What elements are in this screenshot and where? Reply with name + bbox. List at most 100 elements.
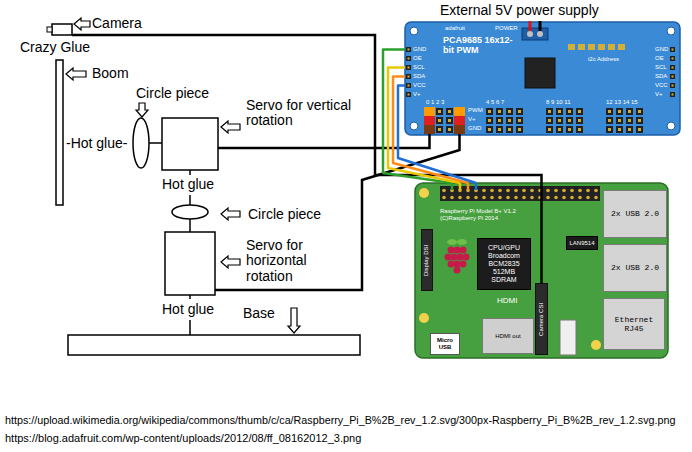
ethernet-port: Ethernet RJ45	[603, 298, 665, 350]
pwm-board-body	[670, 47, 675, 101]
pwm-board-body	[525, 58, 555, 88]
pin-label: GND	[468, 125, 481, 132]
usb-port: 2x USB 2.0	[603, 190, 667, 238]
pi-board-body	[454, 267, 461, 274]
pwm-board-body	[406, 47, 411, 101]
pwm-board-body	[667, 27, 675, 35]
raspberry-pi-board: Raspberry Pi Model B+ V1.2 (C)Raspberry …	[415, 183, 668, 358]
pi-board-body	[447, 239, 457, 245]
component-label: LAN9514	[569, 240, 594, 247]
address-label: i2c Address	[588, 56, 619, 63]
pi-board-body	[419, 313, 429, 323]
callout-label: Hot glue	[162, 302, 214, 317]
pin-label: SDA	[413, 73, 425, 80]
channel-number: 8 9 10 11	[546, 99, 571, 106]
callout-arrow	[136, 103, 148, 117]
callout-arrow	[66, 68, 86, 80]
servo-body	[165, 232, 215, 295]
pi-board-body	[448, 247, 455, 254]
pi-board-body	[560, 320, 576, 355]
pi-board-body	[448, 261, 455, 268]
lan-chip: LAN9514	[566, 236, 598, 250]
i2c-wire	[393, 77, 468, 184]
pwm-board-body	[410, 122, 418, 130]
pin-label: PWM	[468, 107, 483, 114]
pi-board-body	[457, 254, 464, 261]
component-label: 2x USB 2.0	[606, 209, 664, 218]
callout-label: Servo for vertical rotation	[246, 98, 358, 129]
glue-joint	[189, 195, 191, 205]
servo-connector	[424, 107, 465, 134]
gpio-wire-end	[452, 183, 476, 190]
pin-label: VCC	[655, 82, 668, 89]
pi-board-body	[454, 247, 461, 254]
servo-connector	[454, 125, 465, 134]
callout-arrow	[221, 121, 240, 133]
pin-label: V+	[468, 116, 476, 123]
glue-joint	[189, 295, 191, 299]
circle-piece	[133, 118, 149, 168]
servo-connector	[424, 125, 435, 134]
pi-board-body	[457, 239, 467, 245]
component-label: Camera CSI	[538, 302, 545, 335]
callout-arrow	[221, 256, 240, 268]
power-supply-label: External 5V power supply	[440, 3, 599, 18]
base-plate	[68, 335, 360, 355]
pin-label: SDA	[655, 73, 667, 80]
component-label: Raspberry Pi Model B+ V1.2 (C)Raspberry …	[440, 208, 526, 222]
micro-usb-port: Micro USB	[430, 333, 460, 355]
pwm-board-body	[606, 108, 646, 135]
servo-connector	[454, 116, 465, 125]
pi-board-body	[440, 186, 600, 201]
brand-label: adafruit	[445, 25, 465, 32]
camera	[47, 27, 52, 32]
pi-board-body	[454, 261, 461, 268]
pwm-board-body	[486, 108, 526, 135]
pwm-board-body	[546, 108, 586, 135]
cable	[215, 134, 460, 290]
glue-joint	[189, 170, 191, 175]
callout-label: -Hot glue-	[66, 136, 127, 151]
pwm-board-body	[568, 44, 628, 50]
power-wire	[530, 21, 540, 31]
callout-arrow	[66, 18, 300, 333]
component-label: Ethernet RJ45	[606, 315, 662, 333]
base-plate	[68, 335, 360, 355]
pi-board-body	[591, 340, 601, 350]
component-label: Micro USB	[433, 337, 457, 351]
component-label: HDMI out	[485, 333, 531, 340]
camera	[47, 24, 72, 35]
pwm-board-body	[527, 31, 533, 37]
callout-label: Boom	[92, 66, 129, 81]
cable	[72, 35, 542, 290]
callout-label: Circle piece	[248, 207, 321, 222]
port-label: HDMI	[497, 297, 517, 306]
gpio-wire-end	[475, 183, 478, 190]
pi-board-body	[445, 254, 452, 261]
glue-joint	[149, 142, 162, 144]
component-label: 2x USB 2.0	[606, 263, 664, 272]
dsi-connector: Display DSI	[421, 229, 433, 291]
glue-joint	[189, 219, 191, 232]
pwm-board-body	[537, 31, 543, 37]
servo-body	[162, 118, 218, 170]
usb-port: 2x USB 2.0	[603, 244, 667, 292]
source-url: https://upload.wikimedia.org/wikipedia/c…	[5, 415, 675, 427]
callout-arrow	[74, 18, 90, 30]
pwm-board-body	[667, 122, 675, 130]
callout-label: Servo for horizontal rotation	[246, 238, 330, 284]
channel-number: 0 1 2 3	[426, 99, 444, 106]
callout-label: Hot glue	[162, 177, 214, 192]
source-url: https://blog.adafruit.com/wp-content/upl…	[5, 432, 361, 444]
pin-label: V+	[655, 91, 663, 98]
pin-label: OE	[655, 55, 664, 62]
cable	[72, 35, 542, 283]
pin-label: VCC	[413, 82, 426, 89]
component-label: PCA9685 16x12-bit PWM	[443, 35, 519, 56]
callout-label: Crazy Glue	[20, 40, 90, 55]
channel-number: 12 13 14 15	[606, 99, 638, 106]
callout-arrow	[221, 208, 240, 220]
pin-label: GND	[413, 46, 426, 53]
pin-label: SCL	[655, 64, 667, 71]
